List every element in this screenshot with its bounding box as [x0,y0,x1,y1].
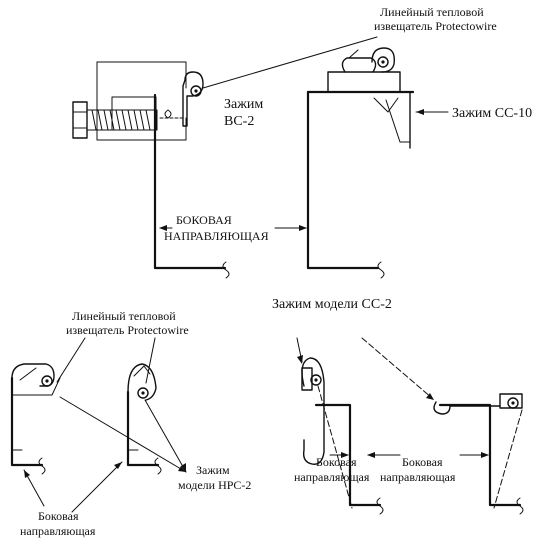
side-rail-bl-profile [10,376,44,467]
side-rail-right-profile [306,90,380,270]
label-side-rail-caps-line2: НАПРАВЛЯЮЩАЯ [164,229,269,243]
cc2-clip-left [301,357,325,465]
hpc2-clamp-left [10,363,61,475]
bc2-clamp-assembly [72,61,230,279]
leader-detector-top [202,36,378,89]
detector-cable-section [190,85,202,97]
hpc2-clamp-right [126,363,162,475]
cc2-clip-right [433,401,501,415]
label-side-rail-left-line2: направляющая [20,524,96,538]
side-rail-left-profile [153,93,227,270]
leader-detector-left [56,337,86,383]
label-clamp-cc10: Зажим CC-10 [452,106,532,121]
label-clamp-hpc2-line1: Зажим [196,463,230,477]
hpc2-clip-left [11,363,55,387]
label-clamp-bc2-line2: BC-2 [224,114,254,129]
bc2-clip [182,71,204,127]
label-clamp-hpc2-line2: модели HPC-2 [178,478,251,492]
label-side-rail-caps-line1: БОКОВАЯ [176,213,232,227]
label-side-rail-left-line1: Боковая [38,509,79,523]
bolt-head [72,101,88,139]
cc2-clamp-left [296,337,384,515]
side-rail-br2-profile [438,403,522,507]
cc10-clip [341,57,377,73]
label-detector-left-line1: Линейный тепловой [72,309,176,323]
label-detector-left-line2: извещатель Protectowire [66,323,189,337]
side-rail-bl2-profile [126,390,160,467]
label-clamp-bc2-line1: Зажим [224,97,263,112]
label-clamp-cc2: Зажим модели CC-2 [272,297,392,312]
cc10-clamp-assembly [306,47,415,279]
hpc2-clip-right [127,363,157,401]
label-side-rail-right-line2: направляющая [380,470,456,484]
side-rail-br1-profile [314,403,382,507]
cc2-clamp-right [361,337,524,515]
label-detector-top-line2: извещатель Protectowire [374,19,497,33]
label-side-rail-mid-line1: Боковая [316,455,357,469]
label-detector-top-line1: Линейный тепловой [380,5,484,19]
detector-cable-top [377,56,389,68]
label-side-rail-mid-line2: направляющая [294,470,370,484]
label-side-rail-right-line1: Боковая [402,455,443,469]
